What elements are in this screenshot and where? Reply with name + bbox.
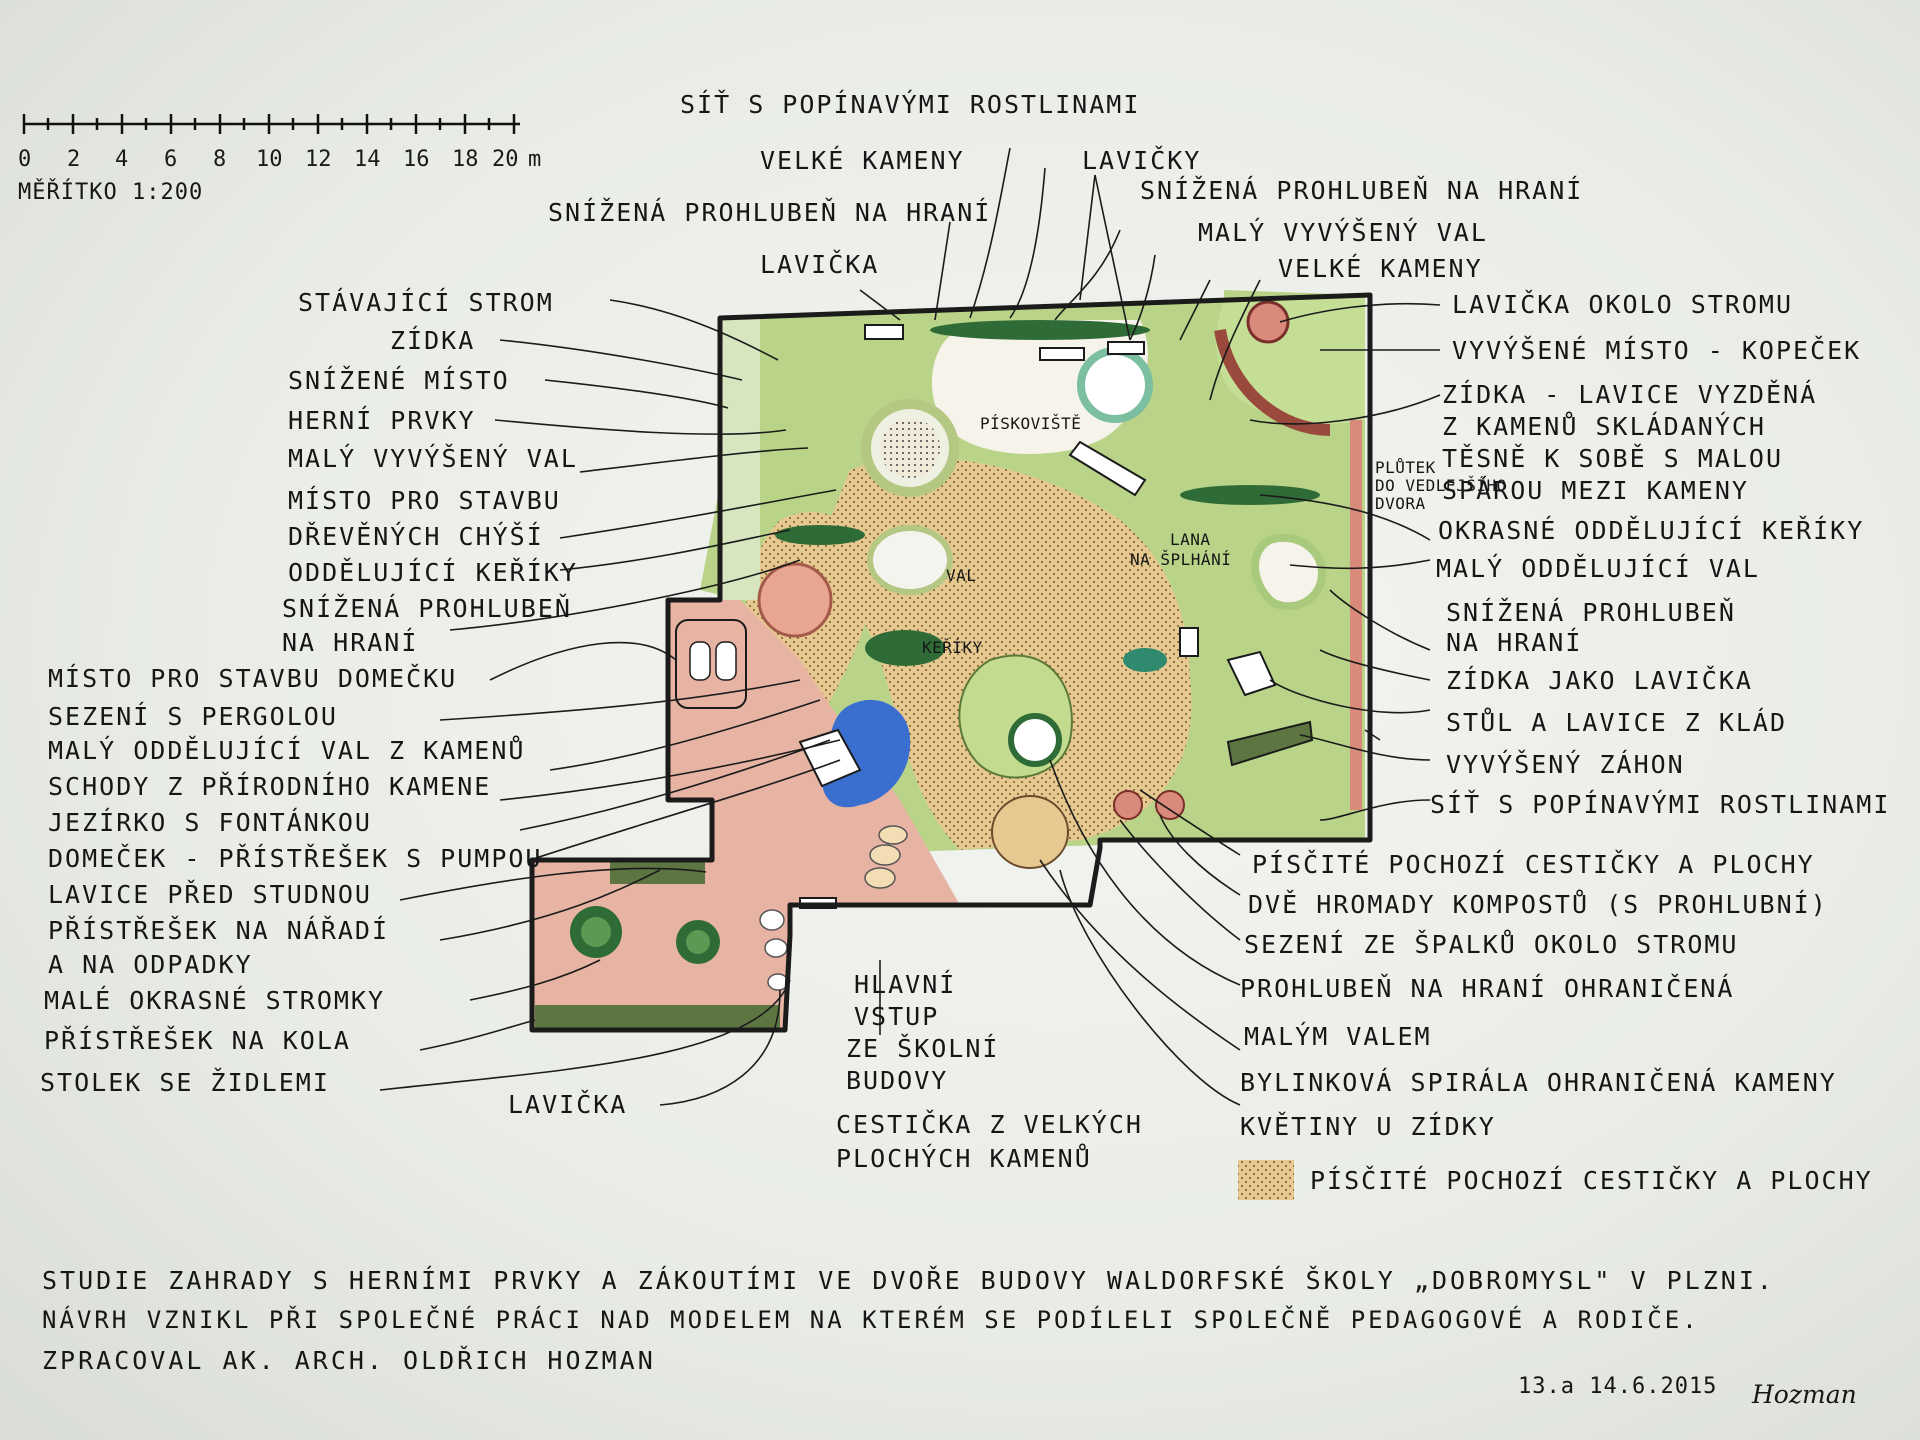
label-hlavni-vstup-3: ZE ŠKOLNÍ [846,1034,1000,1063]
label-lavicka-strom: LAVIČKA OKOLO STROMU [1452,290,1794,319]
scale-caption: MĚŘÍTKO 1:200 [18,180,204,205]
footer-line-2: NÁVRH VZNIKL PŘI SPOLEČNÉ PRÁCI NAD MODE… [42,1306,1700,1334]
label-male-stromky: MALÉ OKRASNÉ STROMKY [44,986,386,1015]
label-stolek: STOLEK SE ŽIDLEMI [40,1068,330,1097]
label-stul-lavice: STŮL A LAVICE Z KLÁD [1446,708,1788,737]
label-prohluben-valem-2: MALÝM VALEM [1244,1022,1432,1051]
scale-tick-12: 12 [305,147,332,172]
scale-bar [22,114,520,134]
label-snizena-prohluben-right-2: NA HRANÍ [1446,628,1583,657]
label-snizena-prohluben-left-2: NA HRANÍ [282,628,419,657]
label-lavicka-bottom: LAVIČKA [508,1090,628,1119]
scale-tick-8: 8 [213,147,227,172]
label-sit-top: SÍŤ S POPÍNAVÝMI ROSTLINAMI [680,90,1141,119]
label-velke-kameny-top: VELKÉ KAMENY [760,146,965,175]
label-snizena-prohluben-top-left: SNÍŽENÁ PROHLUBEŇ NA HRANÍ [548,198,992,227]
scale-tick-2: 2 [67,147,81,172]
scale-tick-0: 0 [18,147,32,172]
label-legend-piscite: PÍSČITÉ POCHOZÍ CESTIČKY A PLOCHY [1310,1166,1873,1195]
label-oddelujici-keriky: ODDĚLUJÍCÍ KEŘÍKY [288,558,578,587]
label-prohluben-valem-1: PROHLUBEŇ NA HRANÍ OHRANIČENÁ [1240,974,1735,1003]
label-stavajici-strom: STÁVAJÍCÍ STROM [298,288,554,317]
label-sit-right: SÍŤ S POPÍNAVÝMI ROSTLINAMI [1430,790,1891,819]
label-herni-prvky: HERNÍ PRVKY [288,406,476,435]
label-vyvyseny-zahon: VYVÝŠENÝ ZÁHON [1446,750,1685,779]
footer-line-3: ZPRACOVAL AK. ARCH. OLDŘICH HOZMAN [42,1346,656,1375]
label-naradi-1: PŘÍSTŘEŠEK NA NÁŘADÍ [48,916,390,945]
label-maly-val-kamenu: MALÝ ODDĚLUJÍCÍ VAL Z KAMENŮ [48,736,526,765]
label-lavice-studnou: LAVICE PŘED STUDNOU [48,880,372,909]
scale-tick-20: 20 [492,147,519,172]
label-maly-oddelujici-val: MALÝ ODDĚLUJÍCÍ VAL [1436,554,1760,583]
label-zidka-lavice-1: ZÍDKA - LAVICE VYZDĚNÁ [1442,380,1818,409]
label-hlavni-vstup-1: HLAVNÍ [854,970,957,999]
scale-tick-10: 10 [256,147,283,172]
scale-tick-14: 14 [354,147,381,172]
label-plutek-2: DO VEDLEJŠÍHO [1375,476,1507,495]
footer-line-1: STUDIE ZAHRADY S HERNÍMI PRVKY A ZÁKOUTÍ… [42,1266,1775,1295]
label-zidka-lavice-2: Z KAMENŮ SKLÁDANÝCH [1442,412,1766,441]
label-keriky-inner: KEŘÍKY [922,638,983,657]
label-snizena-prohluben-left-1: SNÍŽENÁ PROHLUBEŇ [282,594,572,623]
label-misto-chysi-2: DŘEVĚNÝCH CHÝŠÍ [288,522,544,551]
label-sezeni-pergola: SEZENÍ S PERGOLOU [48,702,338,731]
label-snizena-prohluben-top-right: SNÍŽENÁ PROHLUBEŇ NA HRANÍ [1140,176,1584,205]
label-jezirko: JEZÍRKO S FONTÁNKOU [48,808,372,837]
label-velke-kameny-right: VELKÉ KAMENY [1278,254,1483,283]
label-kompost: DVĚ HROMADY KOMPOSTŮ (S PROHLUBNÍ) [1248,890,1828,919]
label-piscite-cesticky: PÍSČITÉ POCHOZÍ CESTIČKY A PLOCHY [1252,850,1815,879]
label-okrasne-keriky: OKRASNÉ ODDĚLUJÍCÍ KEŘÍKY [1438,516,1865,545]
legend-swatch-sand [1238,1160,1294,1200]
label-domecek-pumpou: DOMEČEK - PŘÍSTŘEŠEK S PUMPOU [48,844,543,873]
scale-tick-4: 4 [115,147,129,172]
label-bylinkova: BYLINKOVÁ SPIRÁLA OHRANIČENÁ KAMENY [1240,1068,1837,1097]
label-hlavni-vstup-4: BUDOVY [846,1066,949,1095]
label-zidka: ZÍDKA [390,326,476,355]
label-zidka-lavice-4: SPÁROU MEZI KAMENY [1442,476,1749,505]
label-lavicky: LAVIČKY [1082,146,1202,175]
label-maly-vyvyseny-val-left: MALÝ VYVÝŠENÝ VAL [288,444,578,473]
label-kola: PŘÍSTŘEŠEK NA KOLA [44,1026,351,1055]
site-area [532,290,1365,1030]
label-lana-1: LANA [1170,530,1211,549]
label-cesticka-2: PLOCHÝCH KAMENŮ [836,1144,1092,1173]
label-misto-chysi-1: MÍSTO PRO STAVBU [288,486,561,515]
label-hlavni-vstup-2: VSTUP [854,1002,940,1031]
label-cesticka-1: CESTIČKA Z VELKÝCH [836,1110,1143,1139]
footer-signature: Hozman [1752,1380,1857,1409]
label-kvetiny: KVĚTINY U ZÍDKY [1240,1112,1496,1141]
label-snizene-misto: SNÍŽENÉ MÍSTO [288,366,510,395]
label-misto-domecku: MÍSTO PRO STAVBU DOMEČKU [48,664,458,693]
label-zidka-lavice-3: TĚSNĚ K SOBĚ S MALOU [1442,444,1784,473]
scale-tick-18: 18 [452,147,479,172]
scale-unit: m [528,147,542,172]
label-piskoviste: PÍSKOVIŠTĚ [980,414,1082,433]
label-val-inner: VAL [946,566,977,585]
label-schody: SCHODY Z PŘÍRODNÍHO KAMENE [48,772,492,801]
label-naradi-2: A NA ODPADKY [48,950,253,979]
label-plutek-1: PLŮTEK [1375,458,1436,477]
label-plutek-3: DVORA [1375,494,1426,513]
label-kopecek: VYVÝŠENÉ MÍSTO - KOPEČEK [1452,336,1862,365]
scale-tick-6: 6 [164,147,178,172]
label-lana-2: NA ŠPLHÁNÍ [1130,550,1232,569]
site-boundary [529,292,1373,1033]
label-lavicka-top: LAVIČKA [760,250,880,279]
scale-tick-16: 16 [403,147,430,172]
label-spalky: SEZENÍ ZE ŠPALKŮ OKOLO STROMU [1244,930,1739,959]
label-maly-vyvyseny-val-top: MALÝ VYVÝŠENÝ VAL [1198,218,1488,247]
label-zidka-lavicka: ZÍDKA JAKO LAVIČKA [1446,666,1753,695]
label-snizena-prohluben-right-1: SNÍŽENÁ PROHLUBEŇ [1446,598,1736,627]
leader-lines [379,147,1441,1106]
footer-date: 13.a 14.6.2015 [1518,1374,1718,1399]
